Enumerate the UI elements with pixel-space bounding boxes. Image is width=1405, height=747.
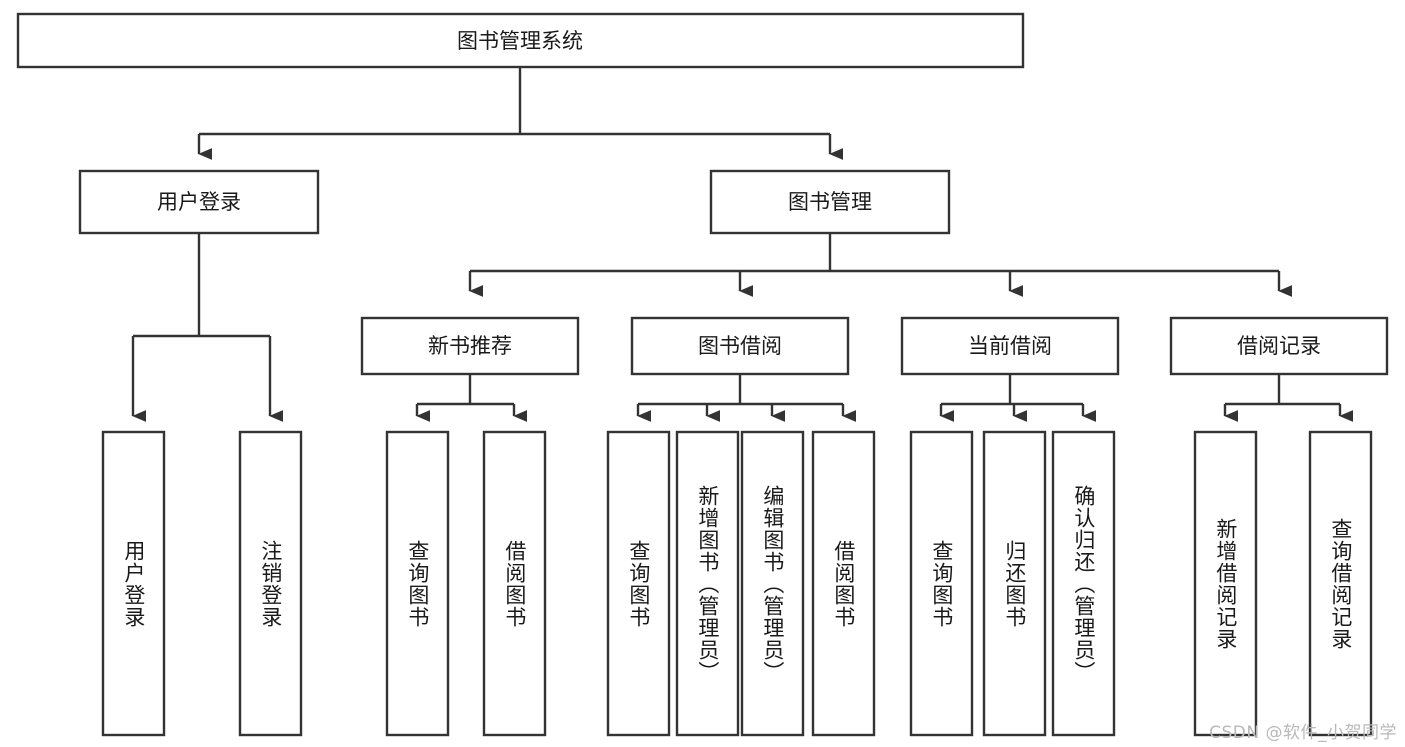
node-root-label: 图书管理系统 <box>457 29 583 53</box>
node-current-borrow[interactable] <box>900 316 1120 376</box>
node-book-management[interactable] <box>709 169 951 235</box>
node-leaf-new-book-2[interactable] <box>482 430 547 737</box>
node-new-book-recommend[interactable] <box>360 316 580 376</box>
node-layer: 图书管理系统 用户登录 图书管理 新书推荐 图书借阅 当前借阅 借阅记录 <box>16 12 1389 737</box>
node-leaf-current-borrow-3[interactable] <box>1051 430 1116 737</box>
node-leaf-borrow-record-2[interactable] <box>1308 430 1373 737</box>
node-leaf-book-borrow-4[interactable] <box>811 430 876 737</box>
node-user-login-label: 用户登录 <box>157 190 241 214</box>
node-user-login[interactable] <box>78 169 320 235</box>
node-leaf-book-borrow-3[interactable] <box>740 430 805 737</box>
node-leaf-new-book-1[interactable] <box>385 430 450 737</box>
node-leaf-user-login-2[interactable] <box>238 430 303 737</box>
node-borrow-record[interactable] <box>1169 316 1389 376</box>
node-leaf-book-borrow-1[interactable] <box>606 430 671 737</box>
node-root-book-management-system[interactable] <box>16 12 1025 69</box>
node-book-management-label: 图书管理 <box>788 190 872 214</box>
node-book-borrow[interactable] <box>630 316 850 376</box>
node-leaf-current-borrow-2[interactable] <box>982 430 1047 737</box>
node-book-borrow-label: 图书借阅 <box>698 334 782 358</box>
node-leaf-user-login-1[interactable] <box>101 430 166 737</box>
node-leaf-book-borrow-2[interactable] <box>675 430 740 737</box>
watermark-text: CSDN @软件_小贺同学 <box>1209 723 1397 743</box>
connector-layer <box>131 67 1354 422</box>
node-leaf-borrow-record-1[interactable] <box>1193 430 1258 737</box>
node-borrow-record-label: 借阅记录 <box>1237 334 1321 358</box>
node-leaf-current-borrow-1[interactable] <box>909 430 974 737</box>
node-current-borrow-label: 当前借阅 <box>968 334 1052 358</box>
node-new-book-recommend-label: 新书推荐 <box>428 334 512 358</box>
